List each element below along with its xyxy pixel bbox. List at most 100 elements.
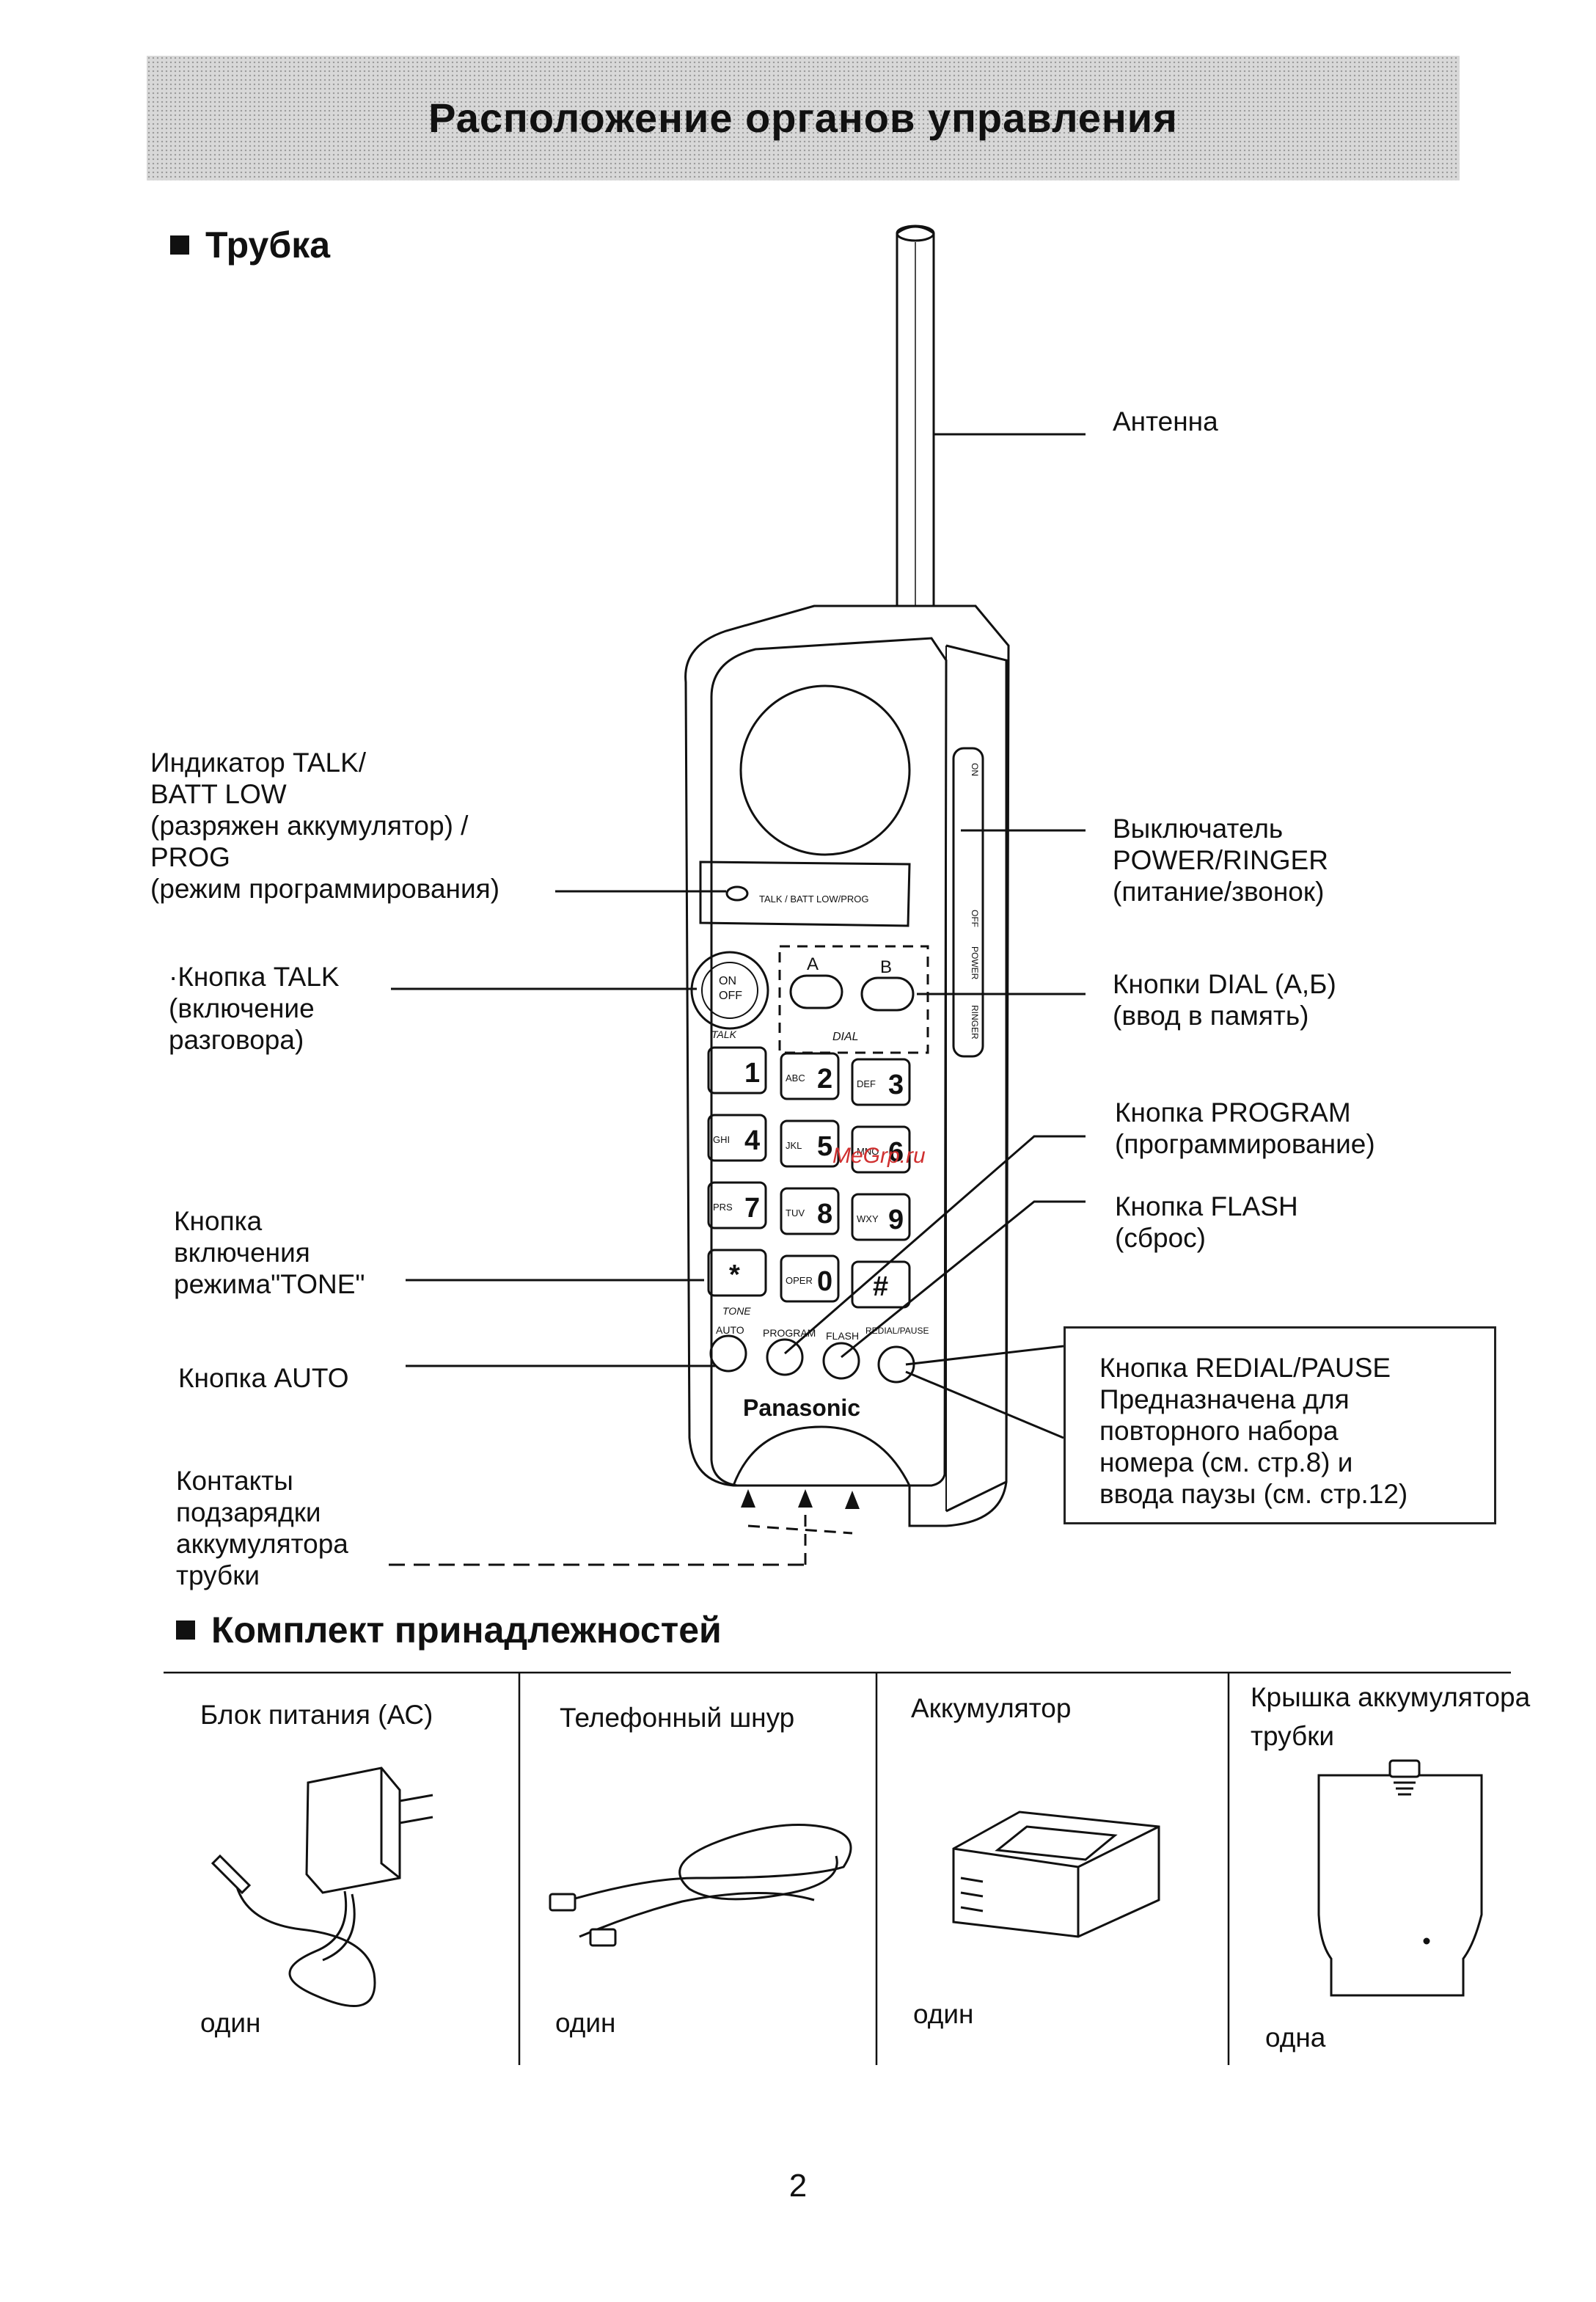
label-line: аккумулятора <box>176 1529 348 1559</box>
dial-buttons-label: Кнопки DIAL (А,Б) (ввод в память) <box>1113 968 1336 1031</box>
power-ringer-switch[interactable] <box>952 747 984 1058</box>
key-letters: DEF <box>857 1078 876 1089</box>
accessory-name-line: Крышка аккумулятора <box>1251 1682 1531 1712</box>
phone-cord-icon <box>549 1824 852 1947</box>
switch-off-label: OFF <box>970 910 980 927</box>
accessory-name: Крышка аккумулятора трубки <box>1251 1681 1530 1752</box>
accessory-name: Аккумулятор <box>911 1692 1071 1724</box>
auto-button[interactable] <box>709 1334 747 1373</box>
accessory-name-line: Блок питания (АС) <box>200 1700 433 1730</box>
auto-button-label: Кнопка AUTO <box>178 1362 349 1394</box>
dial-b-button[interactable] <box>860 976 915 1012</box>
label-line: Кнопка PROGRAM <box>1115 1097 1351 1128</box>
charging-contact-area <box>732 1425 911 1486</box>
auto-label: AUTO <box>716 1324 744 1336</box>
earpiece <box>739 684 911 856</box>
label-line: Кнопка REDIAL/PAUSE <box>1099 1353 1391 1383</box>
key-digit: 6 <box>888 1137 904 1168</box>
label-line: Индикатор TALK/ <box>150 748 367 778</box>
label-line: Кнопка FLASH <box>1115 1191 1298 1221</box>
label-line: Кнопка AUTO <box>178 1363 349 1393</box>
section-handset-text: Трубка <box>205 224 331 266</box>
accessory-qty: один <box>200 2008 261 2038</box>
power-ringer-label: Выключатель POWER/RINGER (питание/звонок… <box>1113 813 1328 907</box>
battery-cover-icon <box>1317 1759 1483 1997</box>
page-title: Расположение органов управления <box>428 95 1178 141</box>
switch-on-label: ON <box>970 763 980 776</box>
tone-button-label: Кнопка включения режима"TONE" <box>174 1205 365 1300</box>
bullet-square-icon <box>176 1620 195 1640</box>
key-letters: ABC <box>786 1073 805 1084</box>
label-line: включения <box>174 1238 310 1268</box>
dial-button-group <box>778 945 929 1054</box>
label-line: Предназначена для <box>1099 1384 1350 1414</box>
key-digit: # <box>873 1271 888 1302</box>
key-digit: 4 <box>744 1125 760 1156</box>
label-line: (сброс) <box>1115 1223 1206 1253</box>
contact-arrows <box>741 1489 860 1509</box>
redial-label: REDIAL/PAUSE <box>865 1326 929 1336</box>
label-line: номера (см. стр.8) и <box>1099 1447 1353 1477</box>
leader-lines <box>389 433 1086 1566</box>
label-line: Кнопки DIAL (А,Б) <box>1113 969 1336 999</box>
switch-power-label: POWER <box>970 946 980 980</box>
label-line: PROG <box>150 842 230 872</box>
page-number: 2 <box>788 2168 808 2204</box>
key-digit: 5 <box>817 1131 832 1162</box>
talk-button-label: ·Кнопка TALK (включение разговора) <box>169 961 340 1056</box>
accessory-name: Телефонный шнур <box>560 1702 794 1733</box>
key-digit: 1 <box>744 1058 760 1089</box>
indicator-panel <box>699 860 911 927</box>
label-line: (программирование) <box>1115 1129 1375 1159</box>
ac-adapter-icon <box>211 1766 433 2007</box>
title-banner: Расположение органов управления <box>147 56 1460 180</box>
label-line: BATT LOW <box>150 779 287 809</box>
dial-a-button[interactable] <box>789 974 843 1009</box>
accessory-qty: один <box>555 2008 616 2038</box>
key-digit: 3 <box>888 1070 904 1100</box>
switch-ringer-label: RINGER <box>970 1005 980 1039</box>
bullet-square-icon <box>170 235 189 255</box>
accessory-name-line: Аккумулятор <box>911 1693 1072 1723</box>
handset-face <box>710 637 948 1487</box>
label-line: трубки <box>176 1560 260 1590</box>
key-letters: OPER <box>786 1275 813 1286</box>
program-button[interactable] <box>766 1338 804 1376</box>
label-line: Выключатель <box>1113 814 1284 844</box>
key-letters: GHI <box>713 1134 730 1145</box>
handset-body <box>684 604 1010 1527</box>
section-heading-handset: Трубка <box>170 224 330 266</box>
flash-label: FLASH <box>826 1330 859 1342</box>
talk-button[interactable] <box>690 951 769 1030</box>
key-letters: TUV <box>786 1207 805 1218</box>
accessory-name-line: Телефонный шнур <box>560 1703 795 1733</box>
program-button-label: Кнопка PROGRAM (программирование) <box>1115 1097 1375 1160</box>
key-letters: JKL <box>786 1140 802 1151</box>
accessory-qty: одна <box>1265 2023 1326 2053</box>
indicator-label: Индикатор TALK/ BATT LOW (разряжен аккум… <box>150 747 499 905</box>
label-line: подзарядки <box>176 1497 321 1527</box>
label-line: (разряжен аккумулятор) / <box>150 811 469 841</box>
key-digit: 7 <box>744 1193 760 1224</box>
charging-contacts-label: Контакты подзарядки аккумулятора трубки <box>176 1465 348 1591</box>
keypad <box>707 1046 911 1309</box>
antenna-label: Антенна <box>1113 406 1218 437</box>
label-line: Контакты <box>176 1466 293 1496</box>
dial-a-letter: A <box>807 954 819 974</box>
talk-off-text: OFF <box>719 990 742 1002</box>
label-line: повторного набора <box>1099 1416 1339 1446</box>
key-digit: 8 <box>817 1199 832 1229</box>
tone-caption: TONE <box>722 1305 751 1317</box>
label-line: (питание/звонок) <box>1113 877 1325 907</box>
key-digit: 2 <box>817 1064 832 1095</box>
brand-logo: Panasonic <box>743 1395 860 1421</box>
section-accessories-text: Комплект принадлежностей <box>211 1609 722 1651</box>
label-line: Антенна <box>1113 406 1218 436</box>
flash-button[interactable] <box>822 1342 860 1380</box>
dial-caption: DIAL <box>832 1031 859 1043</box>
section-heading-accessories: Комплект принадлежностей <box>176 1609 722 1651</box>
key-letters: MNO <box>857 1146 879 1157</box>
talk-led-indicator <box>725 885 749 902</box>
key-digit: 9 <box>888 1205 904 1235</box>
